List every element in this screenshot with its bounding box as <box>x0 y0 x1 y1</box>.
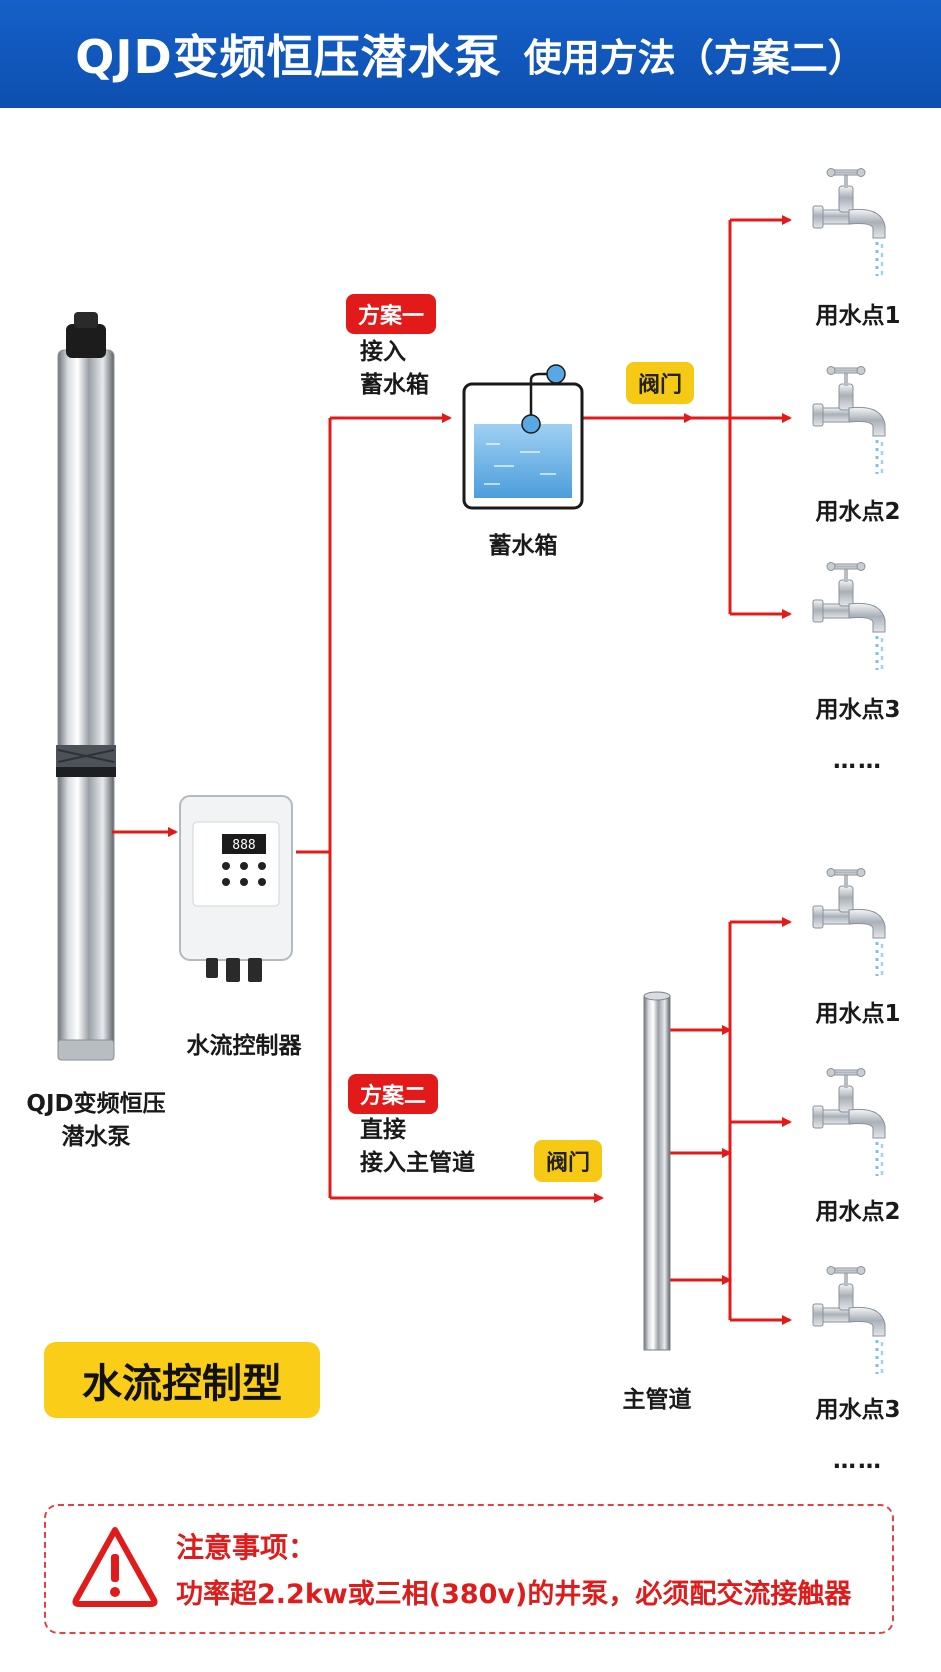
type-label-box: 水流控制型 <box>44 1342 320 1418</box>
water-point-label: 用水点1 <box>815 1001 901 1027</box>
main-pipe-image <box>643 991 671 1351</box>
pump-label: QJD变频恒压 潜水泵 <box>26 1088 165 1155</box>
valve-badge-lower: 阀门 <box>534 1140 603 1182</box>
valve-badge-upper: 阀门 <box>626 362 695 404</box>
plan-one-text: 接入 蓄水箱 <box>360 336 429 403</box>
plan-one-line2: 蓄水箱 <box>360 372 429 399</box>
plan-two-text: 直接 接入主管道 <box>360 1114 475 1181</box>
water-point-label: 用水点1 <box>815 303 901 329</box>
pump-label-line2: 潜水泵 <box>61 1124 131 1151</box>
more-points-ellipsis: …… <box>833 748 883 774</box>
flow-lines <box>112 215 792 1325</box>
faucet-icon <box>811 1265 887 1378</box>
water-tank-icon <box>462 364 584 510</box>
plan-one-badge: 方案一 <box>346 294 437 334</box>
water-point-label: 用水点3 <box>815 1397 901 1423</box>
notice-text: 功率超2.2kw或三相(380v)的井泵，必须配交流接触器 <box>176 1579 852 1610</box>
notice-box: 注意事项： 功率超2.2kw或三相(380v)的井泵，必须配交流接触器 <box>44 1504 894 1634</box>
faucet-icon <box>811 867 887 980</box>
flow-controller-image: 888 <box>179 795 293 982</box>
submersible-pump-image <box>56 312 116 1061</box>
page-title: QJD变频恒压潜水泵 <box>75 30 502 84</box>
faucet-icon <box>811 365 887 478</box>
plan-two-badge: 方案二 <box>348 1074 439 1114</box>
page-subtitle: 使用方法（方案二） <box>523 35 866 80</box>
notice-title: 注意事项： <box>176 1531 317 1564</box>
faucet-icon <box>811 561 887 674</box>
water-point-label: 用水点2 <box>815 499 901 525</box>
tank-label: 蓄水箱 <box>488 533 558 559</box>
water-point-label: 用水点3 <box>815 697 901 723</box>
svg-text:888: 888 <box>232 838 255 853</box>
plan-two-line2: 接入主管道 <box>360 1150 475 1177</box>
faucet-icon <box>811 167 887 280</box>
water-point-label: 用水点2 <box>815 1199 901 1225</box>
plan-two-line1: 直接 <box>360 1117 406 1143</box>
pump-label-line1: QJD变频恒压 <box>26 1091 166 1117</box>
main-pipe-label: 主管道 <box>622 1387 692 1413</box>
faucet-icon <box>811 1067 887 1180</box>
more-points-ellipsis: …… <box>833 1448 883 1474</box>
plan-one-line1: 接入 <box>360 339 406 365</box>
controller-label: 水流控制器 <box>186 1033 302 1059</box>
warning-icon <box>72 1527 158 1607</box>
header-banner: QJD变频恒压潜水泵 使用方法（方案二） <box>0 0 941 108</box>
